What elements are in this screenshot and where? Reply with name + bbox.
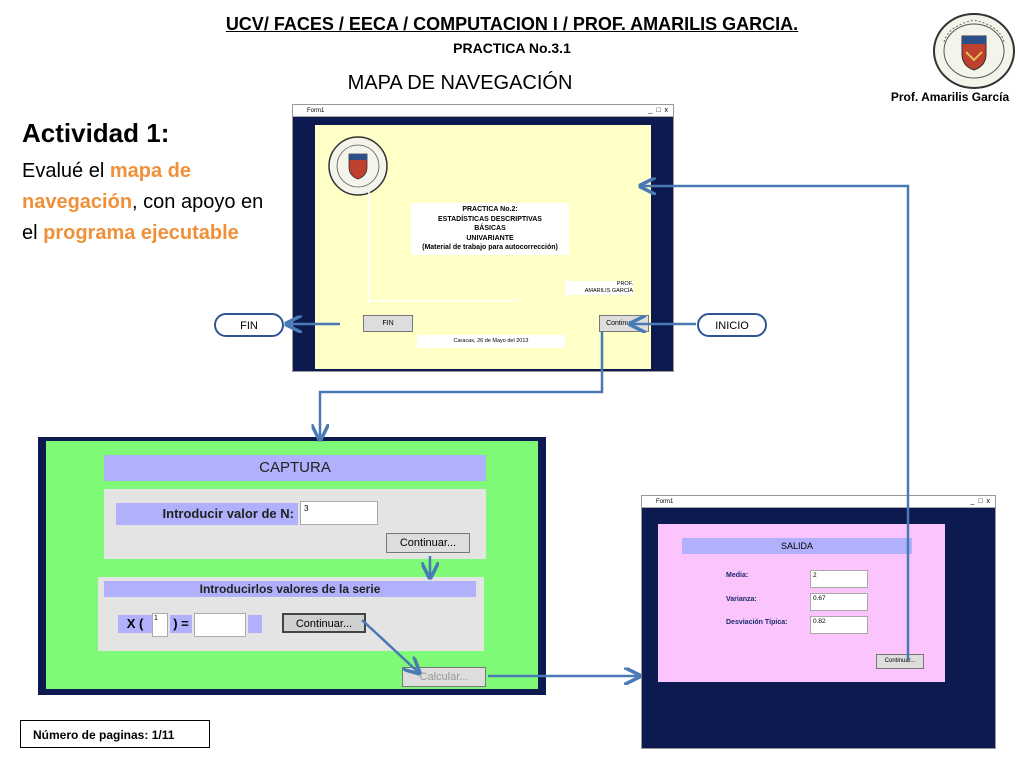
- continue-n-button[interactable]: Continuar...: [386, 533, 470, 553]
- activity-text-part: Evalué el: [22, 160, 110, 182]
- fin-node: FIN: [214, 313, 284, 337]
- arrow-start-to-capture: [320, 332, 604, 438]
- activity-title: Actividad 1:: [22, 118, 170, 148]
- window-titlebar: Form1 _ □ x: [293, 105, 673, 117]
- n-panel: Introducir valor de N: 3 Continuar...: [104, 489, 486, 559]
- info-line: ESTADÍSTICAS DESCRIPTIVAS: [438, 215, 542, 223]
- series-label: Introducirlos valores de la serie: [104, 581, 476, 597]
- x-open-label: X (: [118, 615, 152, 633]
- activity-highlight: mapa de navegación: [22, 160, 191, 213]
- capture-header: CAPTURA: [104, 455, 486, 481]
- prof-line: PROF.: [616, 281, 633, 287]
- output-form: SALIDA Media: 2 Varianza: 0.67 Desviació…: [658, 524, 945, 682]
- decor-lines: [367, 191, 517, 303]
- arrow-output-to-start: [642, 186, 910, 660]
- x-value-input[interactable]: [194, 613, 246, 637]
- info-line: UNIVARIANTE: [466, 234, 514, 242]
- fin-button[interactable]: FIN: [363, 315, 413, 332]
- series-panel: Introducirlos valores de la serie X ( 1 …: [98, 577, 484, 651]
- info-line: BÁSICAS: [474, 225, 506, 232]
- continue-series-button[interactable]: Continuar...: [282, 613, 366, 633]
- page-title: UCV/ FACES / EECA / COMPUTACION I / PROF…: [225, 14, 799, 34]
- page-subtitle: PRACTICA No.3.1: [453, 40, 571, 56]
- window-controls[interactable]: _ □ x: [970, 498, 991, 505]
- activity-text-part: , con apoyo en el: [22, 191, 264, 244]
- window-title: Form1: [656, 499, 674, 505]
- inicio-node: INICIO: [697, 313, 767, 337]
- x-close-label: ) =: [170, 615, 192, 633]
- window-controls[interactable]: _ □ x: [648, 107, 669, 114]
- n-input[interactable]: 3: [300, 501, 378, 525]
- n-label: Introducir valor de N:: [116, 503, 298, 525]
- window-start: Form1 _ □ x PRACTICA No.2: ESTADÍSTICAS …: [292, 104, 674, 372]
- continue-output-button[interactable]: Continuar...: [876, 654, 924, 669]
- date-label: Caracas, 26 de Mayo del 2013: [417, 335, 565, 348]
- arrow-series-to-calc: [361, 619, 418, 672]
- media-value: 2: [810, 570, 868, 588]
- university-seal-logo: [933, 13, 1015, 89]
- map-title: MAPA DE NAVEGACIÓN: [347, 72, 573, 94]
- professor-label: Prof. Amarilis García: [890, 90, 1010, 104]
- start-form: PRACTICA No.2: ESTADÍSTICAS DESCRIPTIVAS…: [315, 125, 651, 369]
- desviacion-value: 0.82: [810, 616, 868, 634]
- university-seal-logo: [328, 136, 388, 196]
- info-line: (Material de trabajo para autocorrección…: [422, 244, 558, 251]
- media-label: Media:: [726, 572, 749, 579]
- activity-text: Evalué el mapa de navegación, con apoyo …: [22, 156, 282, 249]
- activity-highlight: programa ejecutable: [43, 222, 239, 244]
- window-title: Form1: [307, 108, 325, 114]
- x-index-field: 1: [152, 613, 168, 637]
- varianza-value: 0.67: [810, 593, 868, 611]
- window-capture: CAPTURA Introducir valor de N: 3 Continu…: [38, 437, 546, 695]
- prof-line: AMARILIS GARCÍA: [584, 288, 633, 294]
- prof-info: PROF. AMARILIS GARCÍA: [565, 281, 633, 295]
- capture-form: CAPTURA Introducir valor de N: 3 Continu…: [46, 441, 538, 689]
- practice-info: PRACTICA No.2: ESTADÍSTICAS DESCRIPTIVAS…: [411, 203, 569, 255]
- info-line: PRACTICA No.2:: [462, 206, 518, 213]
- output-header: SALIDA: [682, 538, 912, 554]
- desviacion-label: Desviación Típica:: [726, 619, 788, 626]
- page-count: Número de paginas: 1/11: [20, 720, 210, 748]
- series-band-tail: [248, 615, 262, 633]
- window-output: Form1 _ □ x SALIDA Media: 2 Varianza: 0.…: [641, 495, 996, 749]
- varianza-label: Varianza:: [726, 596, 757, 603]
